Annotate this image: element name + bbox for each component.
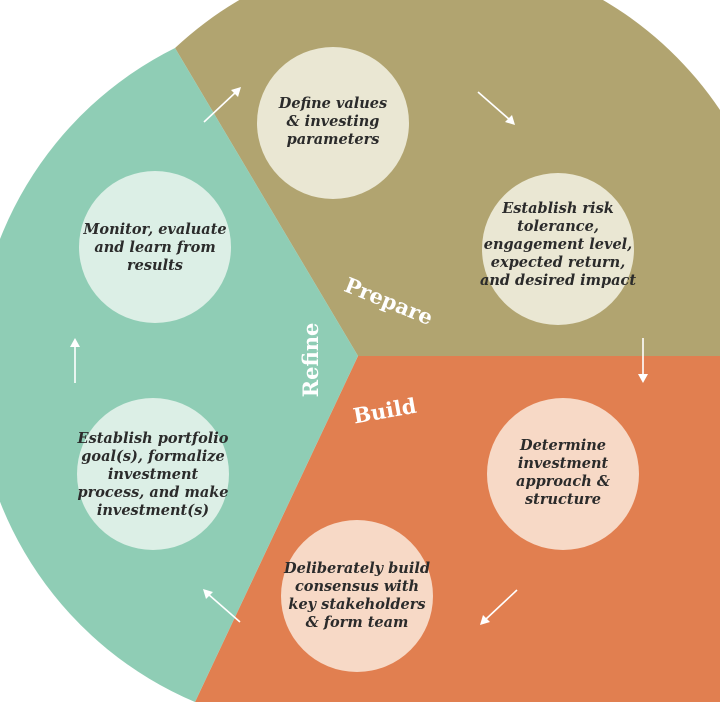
step-circle-monitor-evaluate — [79, 171, 231, 323]
arrow-icon — [480, 589, 518, 625]
step-text-line: tolerance, — [517, 218, 599, 235]
step-text-line: results — [127, 257, 183, 274]
refine-sector-label: Refine — [298, 323, 323, 398]
step-text-line: goal(s), formalize — [81, 448, 224, 465]
step-text-line: engagement level, — [484, 236, 632, 253]
step-text-line: and desired impact — [480, 272, 636, 289]
step-text-line: Establish portfolio — [77, 430, 229, 447]
step-text-line: process, and make — [77, 484, 228, 501]
step-text-line: Deliberately build — [283, 560, 430, 577]
arrow-icon — [70, 338, 80, 383]
step-circle-determine-approach — [487, 398, 639, 550]
step-text-line: investment — [518, 455, 609, 472]
step-text-line: expected return, — [491, 254, 626, 271]
step-circle-build-consensus — [281, 520, 433, 672]
step-text-line: Establish risk — [501, 200, 614, 217]
step-text-line: investment(s) — [97, 502, 209, 519]
arrow-icon — [203, 589, 241, 623]
arrow-icon — [203, 87, 241, 123]
step-text-line: parameters — [287, 131, 380, 148]
step-text-line: key stakeholders — [288, 596, 425, 613]
step-text-line: structure — [525, 491, 601, 508]
step-text-line: and learn from — [94, 239, 215, 256]
step-text-line: & form team — [306, 614, 409, 631]
step-text-line: Monitor, evaluate — [82, 221, 226, 238]
step-text-line: Define values — [278, 95, 387, 112]
step-circle-establish-risk — [482, 173, 634, 325]
step-text-line: Determine — [519, 437, 606, 454]
arrow-icon — [477, 91, 515, 125]
step-circle-define-values — [257, 47, 409, 199]
step-circle-establish-portfolio — [77, 398, 229, 550]
step-text-line: approach & — [516, 473, 610, 490]
arrow-icon — [638, 338, 648, 383]
step-text-line: consensus with — [295, 578, 419, 595]
step-text-line: & investing — [287, 113, 380, 130]
step-text-line: investment — [108, 466, 199, 483]
